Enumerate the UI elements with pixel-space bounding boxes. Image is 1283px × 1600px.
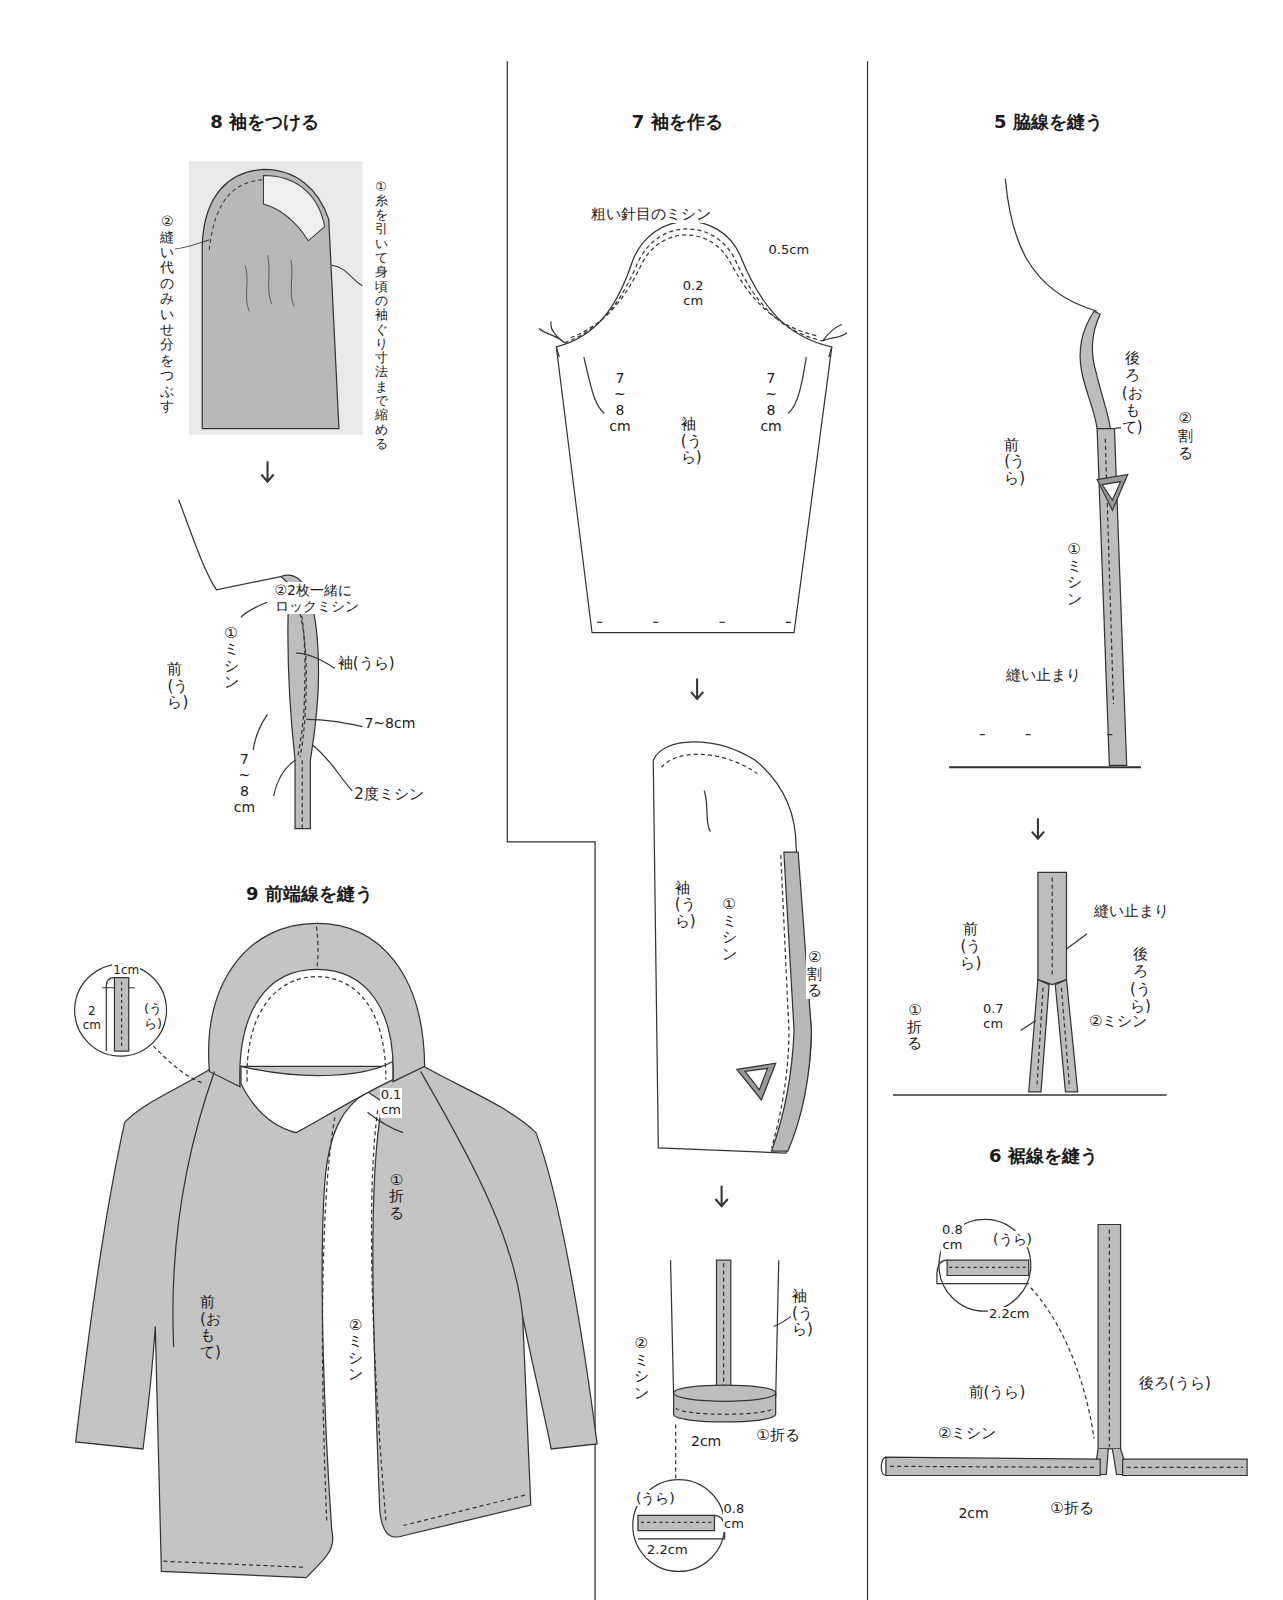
step-heading: 7 袖を作る xyxy=(631,112,724,133)
part-label: 袖(うら) xyxy=(791,1288,808,1338)
instruction-note: 縫い止まり xyxy=(1005,667,1082,684)
instruction-note: 縫い止まり xyxy=(1093,903,1170,920)
instruction-note: ②ミシン xyxy=(937,1425,997,1442)
dimension-label: 2 cm xyxy=(82,1005,102,1033)
dimension-label: 1cm xyxy=(112,964,140,978)
dimension-label: 2cm xyxy=(690,1433,722,1449)
part-label: 袖(うら) xyxy=(680,416,697,466)
part-label: 前(おもて) xyxy=(199,1294,216,1360)
dimension-label: 7~8cm xyxy=(363,715,416,731)
step-arrow xyxy=(1032,818,1044,838)
sleeve-seam-illustration xyxy=(653,742,811,1153)
part-label: 前(うら) xyxy=(968,1384,1027,1401)
step-arrow xyxy=(261,461,273,481)
instruction-note: ②2枚一緒にロックミシン xyxy=(274,582,364,614)
part-label: 袖(うら) xyxy=(674,880,691,930)
part-label: (うら) xyxy=(635,1490,676,1506)
instruction-note: ①折る xyxy=(1049,1500,1094,1517)
sleeve-hem-illustration xyxy=(633,1260,798,1571)
instruction-note: ②割る xyxy=(806,949,823,999)
part-label: 前(うら) xyxy=(1003,437,1020,487)
step-arrow xyxy=(691,679,703,699)
instruction-note: 2度ミシン xyxy=(353,786,425,803)
instruction-note: 粗い針目のミシン xyxy=(590,206,712,223)
instruction-note: ②縫い代のみいせ分をつぶす xyxy=(159,214,175,414)
dimension-label: 0.2 cm xyxy=(682,279,705,309)
instruction-note: ①ミシン xyxy=(721,896,738,962)
dimension-label: 7 ~ 8 cm xyxy=(233,751,256,815)
step-heading: 6 裾線を縫う xyxy=(988,1146,1099,1167)
dimension-label: 7 ~ 8 cm xyxy=(759,370,782,434)
part-label: 袖(うら) xyxy=(337,655,396,672)
dimension-label: 7 ~ 8 cm xyxy=(608,370,631,434)
step-heading: 9 前端線を縫う xyxy=(245,884,374,905)
instruction-note: ①ミシン xyxy=(223,625,240,691)
part-label: (うら) xyxy=(992,1231,1033,1247)
dimension-label: 2cm xyxy=(957,1505,989,1521)
instruction-note: ②ミシン xyxy=(1088,1013,1148,1030)
instruction-note: ②ミシン xyxy=(347,1317,364,1383)
sleeve-attach-illustration xyxy=(179,500,363,829)
dimension-label: 0.8 cm xyxy=(723,1502,746,1532)
part-label: 後ろ(うら) xyxy=(1138,1375,1212,1392)
part-label: 前 (うら) xyxy=(959,921,982,973)
side-seam-illustration xyxy=(949,179,1141,768)
instruction-note: ①糸を引いて身頃の袖ぐり寸法まで縮める xyxy=(374,180,389,452)
step-arrow xyxy=(715,1186,727,1206)
dimension-label: 0.8 cm xyxy=(941,1223,964,1253)
dimension-label: 0.5cm xyxy=(768,243,811,258)
step-heading: 8 袖をつける xyxy=(209,112,320,133)
instruction-note: ①折る xyxy=(388,1172,405,1222)
dimension-label: 0.7 cm xyxy=(982,1002,1005,1032)
instruction-note: ②ミシン xyxy=(633,1335,650,1401)
dimension-label: 0.1 cm xyxy=(380,1088,403,1118)
dimension-label: 2.2cm xyxy=(646,1543,689,1558)
sleeve-pattern-illustration xyxy=(539,221,847,632)
instruction-note: ①ミシン xyxy=(1066,541,1083,607)
dimension-label: 2.2cm xyxy=(988,1307,1031,1322)
instruction-note: ② 割る xyxy=(1177,410,1194,462)
part-label: 後ろ (おもて) xyxy=(1121,350,1144,436)
part-label: (うら) xyxy=(143,1002,158,1031)
jacket-illustration xyxy=(75,923,597,1577)
step-heading: 5 脇線を縫う xyxy=(993,112,1104,133)
part-label: 後ろ (うら) xyxy=(1129,946,1152,1015)
part-label: 前(うら) xyxy=(166,661,183,711)
instruction-note: ①折る xyxy=(906,1002,923,1052)
hem-illustration xyxy=(881,1219,1247,1475)
sleeve-cap-illustration xyxy=(163,161,362,434)
instruction-note: ①折る xyxy=(755,1427,800,1444)
panel-divider xyxy=(867,61,868,1600)
